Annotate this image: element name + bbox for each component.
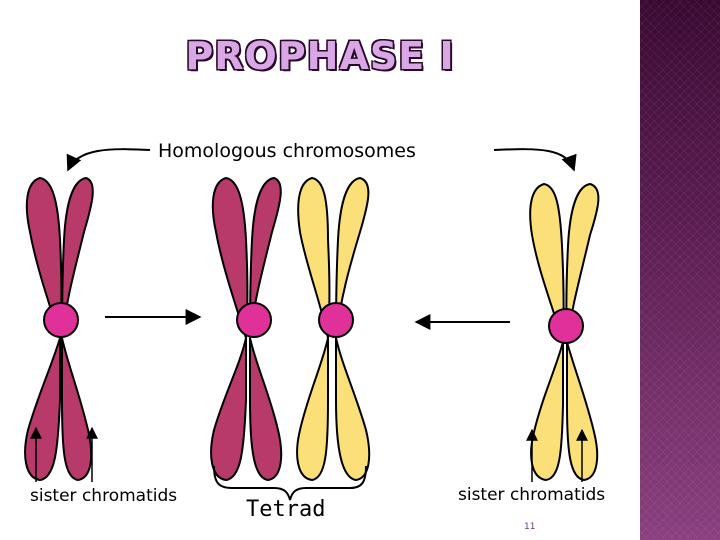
sister-chromatids-label-right: sister chromatids (458, 485, 606, 505)
chromatid-right-a (529, 182, 565, 482)
chromatid-tetrad-maroon-b (248, 176, 283, 482)
tetrad-label: Tetrad (246, 497, 326, 522)
decorative-sidebar (640, 0, 720, 540)
chromatid-tetrad-maroon-a (210, 176, 249, 482)
centromere-tetrad-yellow (318, 302, 354, 338)
page-number: 11 (524, 522, 536, 532)
chromosome-left-maroon (24, 176, 94, 482)
chromosome-tetrad-yellow (296, 176, 371, 482)
sister-chromatids-label-left: sister chromatids (30, 486, 178, 506)
chromosome-right-yellow (529, 182, 600, 482)
centromere-left (43, 302, 79, 338)
chromatid-tetrad-yellow-a (296, 176, 331, 482)
homologous-arrow-right (493, 148, 577, 172)
chromosome-tetrad-maroon (210, 176, 283, 482)
slide-title: PROPHASE I (185, 34, 455, 78)
chromatid-tetrad-yellow-b (334, 176, 371, 482)
tetrad-brace (213, 465, 367, 501)
homologous-label: Homologous chromosomes (158, 140, 416, 162)
centromere-tetrad-maroon (236, 302, 272, 338)
homologous-arrow-left (66, 148, 151, 172)
chromatid-right-b (565, 182, 600, 482)
chromatid-left-b (60, 176, 94, 482)
centromere-right (548, 308, 584, 344)
prophase-diagram (24, 148, 600, 501)
